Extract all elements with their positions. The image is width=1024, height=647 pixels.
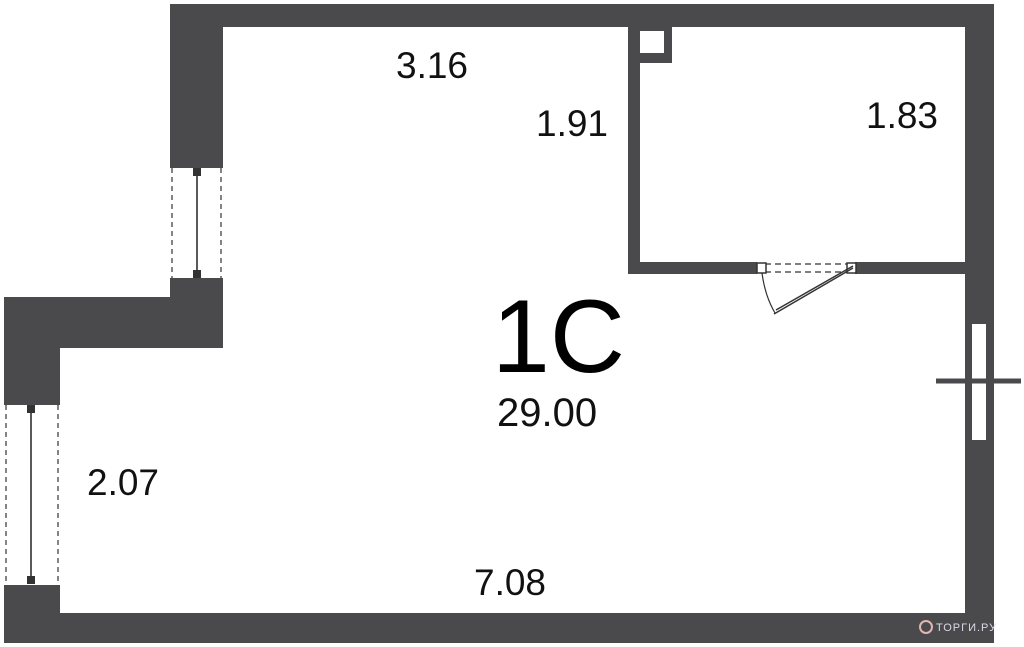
- window-upper: [170, 162, 223, 284]
- dimension-left: 2.07: [87, 462, 159, 503]
- bathroom-wall-left: [628, 27, 640, 274]
- unit-code: 1С: [492, 279, 625, 395]
- dimension-bathroom-length: 1.83: [866, 95, 938, 136]
- dimension-bathroom-width: 1.91: [536, 103, 608, 144]
- logo-mark-icon: [919, 620, 933, 634]
- entrance-door: [936, 318, 1021, 446]
- dimension-top: 3.16: [396, 45, 468, 86]
- unit-area: 29.00: [497, 391, 597, 435]
- bathroom-door: [756, 262, 857, 315]
- exterior-walls: [4, 4, 994, 643]
- vent-shaft-opening: [640, 31, 664, 53]
- watermark-text: ТОРГИ.РУ: [936, 622, 997, 634]
- dimension-bottom: 7.08: [474, 562, 546, 603]
- window-lower: [4, 399, 60, 591]
- watermark: ТОРГИ.РУ: [919, 620, 997, 634]
